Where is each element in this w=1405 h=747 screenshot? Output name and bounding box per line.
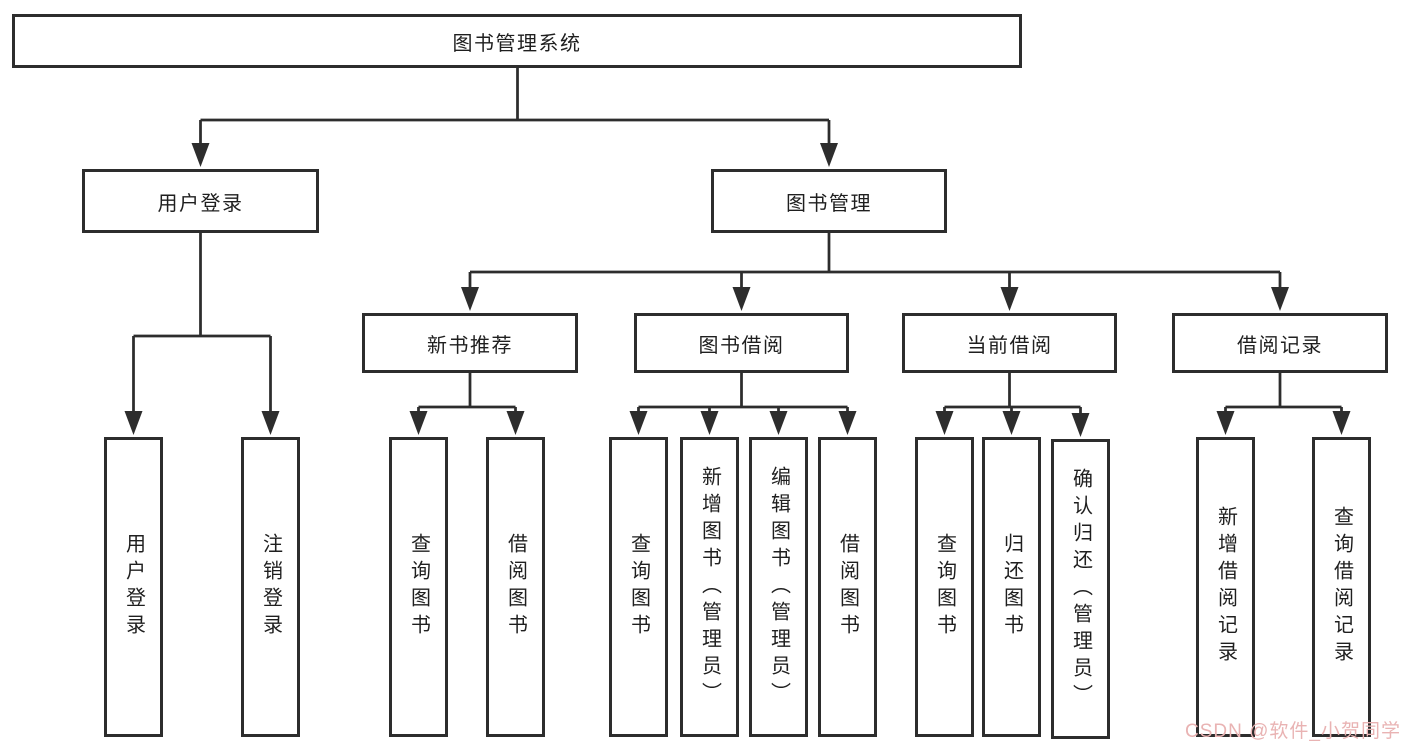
node-label: 图书管理系统 (452, 32, 582, 55)
node-label: 查询借阅记录 (1330, 506, 1353, 668)
arrowhead (1071, 413, 1090, 437)
arrowhead (769, 411, 788, 435)
node-label: 新书推荐 (427, 334, 513, 357)
node-leaf-edit-books-admin: 编辑图书（管理员） (749, 437, 808, 737)
node-current-borrowing: 当前借阅 (902, 313, 1117, 373)
connector-currentborrow-to-leaves (943, 373, 1082, 416)
connector-group (132, 68, 1343, 416)
node-leaf-logout: 注销登录 (241, 437, 300, 737)
node-label: 编辑图书（管理员） (767, 465, 790, 709)
node-library-management-system: 图书管理系统 (12, 14, 1022, 68)
node-label: 图书借阅 (698, 334, 785, 357)
arrowhead (820, 143, 838, 167)
connector-bookborrow-to-leaves (637, 373, 849, 414)
node-label: 用户登录 (122, 533, 145, 641)
node-label: 确认归还（管理员） (1069, 467, 1092, 711)
connector-newbooks-to-leaves (417, 373, 517, 414)
node-leaf-return-books: 归还图书 (982, 437, 1041, 737)
node-leaf-borrow-books-1: 借阅图书 (486, 437, 545, 737)
node-user-login: 用户登录 (82, 169, 319, 233)
node-leaf-query-books-1: 查询图书 (389, 437, 448, 737)
node-book-borrowing: 图书借阅 (634, 313, 849, 373)
node-label: 借阅图书 (504, 533, 527, 641)
arrowhead (838, 411, 857, 435)
arrowheads-group (124, 143, 1351, 437)
node-label: 新增图书（管理员） (698, 465, 721, 709)
arrowhead (461, 287, 479, 311)
node-label: 当前借阅 (966, 334, 1053, 357)
node-label: 查询图书 (933, 533, 956, 641)
node-label: 新增借阅记录 (1214, 506, 1237, 668)
node-label: 用户登录 (157, 192, 244, 215)
arrowhead (700, 411, 719, 435)
node-label: 查询图书 (407, 533, 430, 641)
node-leaf-user-login: 用户登录 (104, 437, 163, 737)
node-leaf-confirm-return-admin: 确认归还（管理员） (1051, 439, 1110, 739)
connector-root-to-level2 (199, 68, 831, 146)
node-borrowing-records: 借阅记录 (1172, 313, 1388, 373)
node-label: 借阅记录 (1237, 334, 1323, 357)
arrowhead (1002, 411, 1021, 435)
arrowhead (191, 143, 210, 167)
node-leaf-query-books-3: 查询图书 (915, 437, 974, 737)
arrowhead (935, 411, 954, 435)
arrowhead (1332, 411, 1351, 435)
arrowhead (1216, 411, 1235, 435)
node-leaf-add-borrow-record: 新增借阅记录 (1196, 437, 1255, 737)
node-label: 注销登录 (259, 533, 282, 641)
node-new-book-recommend: 新书推荐 (362, 313, 578, 373)
arrowhead (629, 411, 648, 435)
csdn-watermark: CSDN @软件_小贺同学 (1185, 721, 1401, 742)
node-label: 归还图书 (1000, 533, 1023, 641)
node-label: 借阅图书 (836, 533, 859, 641)
node-leaf-add-books-admin: 新增图书（管理员） (680, 437, 739, 737)
connector-userlogin-to-leaves (132, 233, 272, 413)
arrowhead (506, 411, 525, 435)
node-leaf-query-books-2: 查询图书 (609, 437, 668, 737)
arrowhead (124, 411, 143, 435)
arrowhead (1000, 287, 1019, 311)
connector-borrowrecords-to-leaves (1224, 373, 1343, 414)
arrowhead (732, 287, 751, 311)
node-label: 查询图书 (627, 533, 650, 641)
node-label: 图书管理 (786, 192, 872, 215)
node-leaf-query-borrow-record: 查询借阅记录 (1312, 437, 1371, 737)
arrowhead (261, 411, 280, 435)
arrowhead (409, 411, 428, 435)
connector-bookmgmt-to-level3 (468, 233, 1282, 291)
node-leaf-borrow-books-2: 借阅图书 (818, 437, 877, 737)
arrowhead (1271, 287, 1289, 311)
node-book-management: 图书管理 (711, 169, 947, 233)
